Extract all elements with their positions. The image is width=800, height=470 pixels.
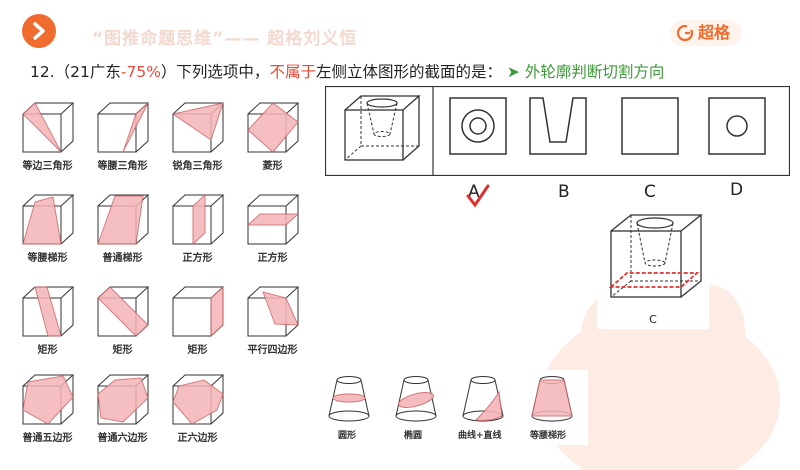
cone-label: 等腰梯形	[530, 431, 567, 441]
cube-label: 普通梯形	[102, 253, 143, 264]
cube-label: 矩形	[187, 345, 208, 356]
question-suffix: 左侧立体图形的截面的是：	[315, 63, 502, 81]
cube-rectangle-1	[22, 286, 74, 337]
cube-acute-triangle	[171, 102, 224, 153]
brand-name: 超格	[698, 23, 731, 42]
cone-label: 曲线+直线	[458, 431, 502, 441]
option-b-figure	[529, 97, 587, 155]
cube-cell: 正方形	[235, 192, 310, 264]
cube-isosceles-triangle	[97, 102, 149, 153]
cube-equilateral-triangle	[21, 102, 74, 153]
cube-regular-hexagon	[171, 374, 224, 425]
cube-hexagon	[96, 374, 149, 425]
cube-label: 等腰梯形	[27, 253, 68, 264]
cube-parallelogram	[247, 286, 299, 337]
cube-cell: 正方形	[160, 192, 235, 264]
question-tip: ➤ 外轮廓判断切割方向	[506, 63, 665, 81]
brand-g-icon	[676, 24, 695, 42]
cube-cell: 矩形	[160, 284, 235, 356]
cube-square-horizontal	[246, 194, 299, 245]
options-figure	[324, 85, 791, 177]
cone-sections-panel: 圆形 椭圆 曲线+直线 等腰梯形	[316, 370, 588, 445]
cube-cell: 等边三角形	[10, 100, 85, 172]
cube-label: 等边三角形	[22, 161, 73, 172]
option-a-label[interactable]: A	[468, 182, 480, 202]
detail-cube-figure	[608, 214, 703, 298]
solid-figure	[344, 95, 421, 161]
cube-sections-grid: 等边三角形 等腰三角形 锐角三角形 菱形 等腰梯形	[10, 100, 310, 450]
cone-label: 圆形	[338, 431, 357, 441]
cube-cell: 菱形	[235, 100, 310, 172]
cube-label: 正方形	[182, 253, 213, 264]
question-percent: -75%	[120, 63, 161, 81]
cube-cell: 普通梯形	[85, 192, 160, 264]
cube-label: 正六边形	[177, 433, 218, 444]
lesson-title: “图推命题思维”—— 超格刘义恒	[92, 29, 358, 49]
options-panel	[324, 85, 791, 177]
cube-cell: 等腰梯形	[10, 192, 85, 264]
option-c-figure	[621, 97, 679, 155]
option-c-label[interactable]: C	[644, 182, 656, 202]
answer-checkmark-icon	[466, 184, 490, 208]
cone-label: 椭圆	[404, 431, 423, 441]
brand-logo: 超格	[670, 20, 743, 46]
frustum-trapezoid	[531, 376, 573, 422]
cube-label: 正方形	[257, 253, 288, 264]
cube-rectangle-3	[172, 285, 224, 338]
cube-cell: 普通六边形	[85, 372, 160, 444]
option-d-label[interactable]: D	[730, 180, 744, 200]
play-arrow-icon[interactable]	[22, 14, 56, 48]
question-negation: 不属于	[269, 63, 316, 81]
cube-label: 等腰三角形	[97, 161, 148, 172]
cube-label: 矩形	[112, 345, 133, 356]
cube-label: 菱形	[262, 161, 283, 172]
cube-label: 普通五边形	[22, 433, 73, 444]
frustum-curve-line	[462, 376, 504, 422]
frustum-circle	[328, 376, 370, 422]
option-d-figure	[708, 97, 766, 155]
cube-cell: 普通五边形	[10, 372, 85, 444]
detail-figure-panel: C	[597, 207, 709, 329]
cube-label: 平行四边形	[247, 345, 298, 356]
question-mid: ）下列选项中，	[160, 63, 270, 81]
cube-cell: 平行四边形	[235, 284, 310, 356]
frustum-ellipse	[395, 376, 437, 422]
cone-figures	[328, 376, 573, 422]
cube-cell: 矩形	[85, 284, 160, 356]
cube-isosceles-trapezoid	[21, 194, 74, 245]
cube-cell: 矩形	[10, 284, 85, 356]
cube-pentagon	[21, 374, 74, 425]
cube-cell: 正六边形	[160, 372, 235, 444]
question-prefix: 12.（21广东	[30, 63, 121, 81]
cube-rectangle-2	[96, 286, 149, 337]
option-a-figure	[449, 97, 507, 155]
cube-trapezoid	[96, 194, 149, 245]
cube-label: 普通六边形	[97, 433, 148, 444]
cube-cell: 锐角三角形	[160, 100, 235, 172]
cube-square-vertical	[172, 193, 224, 246]
cube-cell: 等腰三角形	[85, 100, 160, 172]
question-text: 12.（21广东-75%）下列选项中，不属于左侧立体图形的截面的是： ➤ 外轮廓…	[30, 60, 664, 82]
detail-label: C	[649, 313, 657, 326]
header-bar: “图推命题思维”—— 超格刘义恒 超格	[0, 0, 800, 56]
cube-rhombus	[246, 102, 299, 153]
cube-label: 矩形	[37, 345, 58, 356]
cube-label: 锐角三角形	[172, 161, 223, 172]
option-b-label[interactable]: B	[558, 182, 570, 202]
